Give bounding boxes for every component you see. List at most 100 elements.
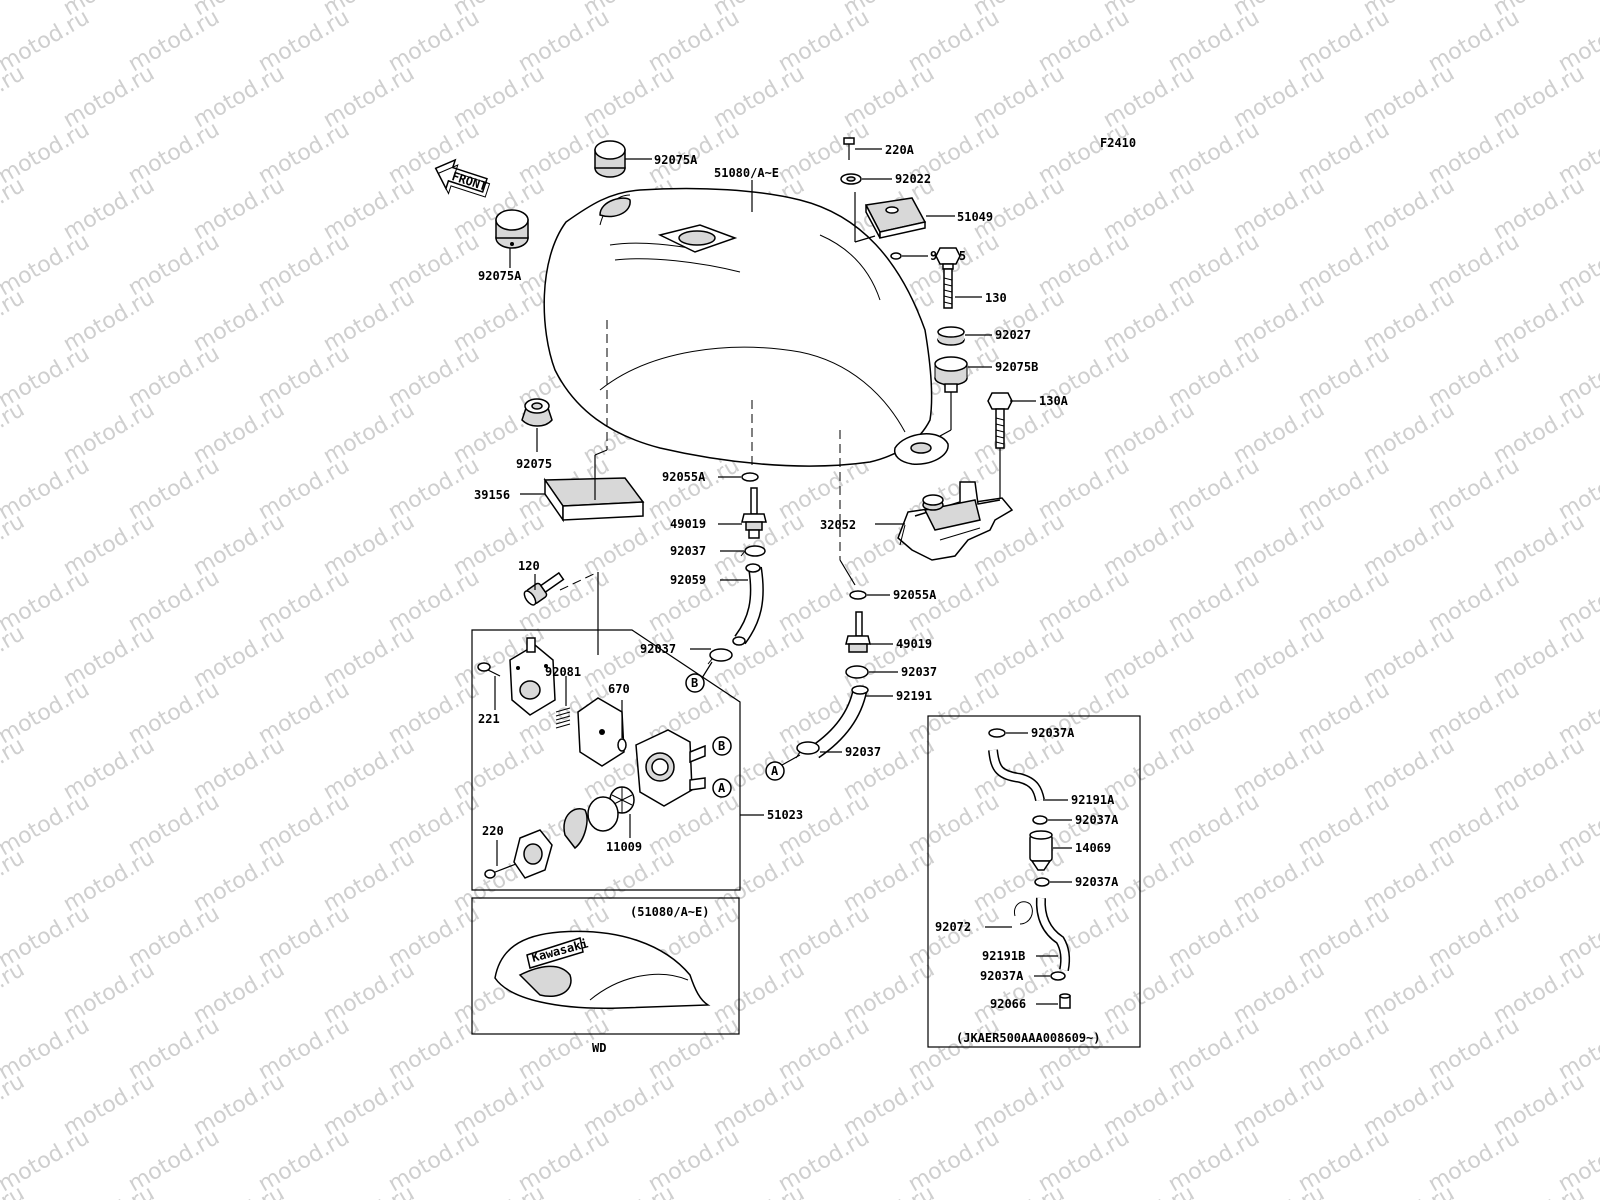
watermark-text: motod.ru (319, 1181, 419, 1200)
screw-220 (484, 863, 517, 879)
bolt-120 (523, 571, 565, 606)
label-92037-1: 92037 (670, 544, 706, 558)
label-92075B: 92075B (995, 360, 1038, 374)
hose-92191 (810, 685, 869, 759)
damper-92075A-top (594, 140, 626, 178)
label-92027: 92027 (995, 328, 1031, 342)
svg-text:A: A (718, 781, 726, 795)
callout-B-1 (685, 673, 705, 693)
oring-large (587, 796, 619, 832)
filter-group-box (927, 715, 1141, 1048)
label-92037A-4: 92037A (980, 969, 1024, 983)
label-32052: 32052 (820, 518, 856, 532)
label-92037-3: 92037 (901, 665, 937, 679)
spring-92081 (555, 707, 571, 729)
fuel-cock-body (635, 729, 706, 807)
damper-92075A-left (495, 209, 529, 249)
watermark-text: motod.ru (0, 621, 29, 693)
label-221: 221 (478, 712, 500, 726)
label-vin-range: (JKAER500AAA008609~) (956, 1031, 1101, 1045)
watermark-text: motod.ru (0, 509, 29, 581)
collar-92027 (937, 326, 965, 346)
watermark-text: motod.ru (579, 1181, 679, 1200)
watermark-text: motod.ru (0, 1069, 29, 1141)
label-92059: 92059 (670, 573, 706, 587)
label-92191B: 92191B (982, 949, 1025, 963)
cover-51049 (864, 197, 927, 239)
label-92037A-3: 92037A (1075, 875, 1119, 889)
label-130A: 130A (1039, 394, 1069, 408)
label-51080: 51080/A~E (714, 166, 779, 180)
watermark-text: motod.ru (0, 173, 29, 245)
screw-221 (477, 662, 501, 677)
label-51023: 51023 (767, 808, 803, 822)
grommet-92075 (521, 398, 553, 427)
label-92055A-lower: 92055A (893, 588, 937, 602)
label-variant-ref: (51080/A~E) (630, 905, 709, 919)
label-92075: 92075 (516, 457, 552, 471)
washer-92022 (840, 173, 862, 185)
label-92037A-1: 92037A (1031, 726, 1075, 740)
clamp-92037A-4 (1050, 971, 1066, 981)
label-51049: 51049 (957, 210, 993, 224)
clamp-92037-3 (845, 665, 869, 679)
watermark-text: motod.ru (0, 397, 29, 469)
watermark-text: motod.ru (0, 957, 29, 1029)
filter-screen (563, 808, 588, 850)
variant-box (471, 897, 740, 1035)
label-92037A-2: 92037A (1075, 813, 1119, 827)
clamp-92037-2 (709, 648, 733, 662)
oring-92055A-upper (741, 472, 759, 482)
cap-92066 (1059, 993, 1071, 1009)
label-11009: 11009 (606, 840, 642, 854)
hose-92191A (988, 749, 1045, 802)
watermark-text: motod.ru (709, 1181, 809, 1200)
label-92072: 92072 (935, 920, 971, 934)
watermark-text: motod.ru (0, 0, 29, 21)
fuel-cock-group-box (471, 629, 741, 891)
label-120: 120 (518, 559, 540, 573)
label-92191A: 92191A (1071, 793, 1115, 807)
callout-A-1 (765, 761, 785, 781)
label-92075A-left: 92075A (478, 269, 522, 283)
watermark-text: motod.ru (1229, 1181, 1329, 1200)
label-49019-lower: 49019 (896, 637, 932, 651)
clamp-92037-1 (744, 545, 766, 557)
label-49019-upper: 49019 (670, 517, 706, 531)
clip-92072 (1013, 901, 1033, 925)
watermark-text: motod.ru (449, 1181, 549, 1200)
bolt-130 (935, 247, 961, 309)
fitting-49019-upper (741, 487, 767, 539)
bracket-32052 (897, 481, 1014, 561)
label-92037-4: 92037 (845, 745, 881, 759)
label-39156: 39156 (474, 488, 510, 502)
label-wd: WD (592, 1041, 606, 1055)
svg-text:B: B (718, 739, 725, 753)
watermark-text: motod.ru (0, 285, 29, 357)
label-220A: 220A (885, 143, 915, 157)
watermark-text: motod.ru (189, 1181, 289, 1200)
pad-39156 (543, 477, 645, 523)
watermark-text: motod.ru (59, 1181, 159, 1200)
callout-B-2 (712, 736, 732, 756)
label-92075A-top: 92075A (654, 153, 698, 167)
label-92055A-upper: 92055A (662, 470, 706, 484)
tank-decal-illustration: Kawasaki (494, 930, 711, 1009)
watermark-text: motod.ru (1489, 1181, 1589, 1200)
oring-92055A-lower (849, 590, 867, 600)
damper-92075B (934, 356, 968, 393)
diaphragm-plate (577, 697, 625, 767)
oring-92055 (890, 252, 902, 260)
bolt-220A (843, 137, 855, 160)
label-130: 130 (985, 291, 1007, 305)
watermark-text: motod.ru (0, 733, 29, 805)
label-92066: 92066 (990, 997, 1026, 1011)
fuel-cock-lever (509, 637, 556, 716)
clamp-92037A-2 (1032, 815, 1048, 825)
label-670: 670 (608, 682, 630, 696)
hose-92059 (732, 563, 764, 646)
svg-text:B: B (691, 676, 698, 690)
watermark-text: motod.ru (0, 61, 29, 133)
